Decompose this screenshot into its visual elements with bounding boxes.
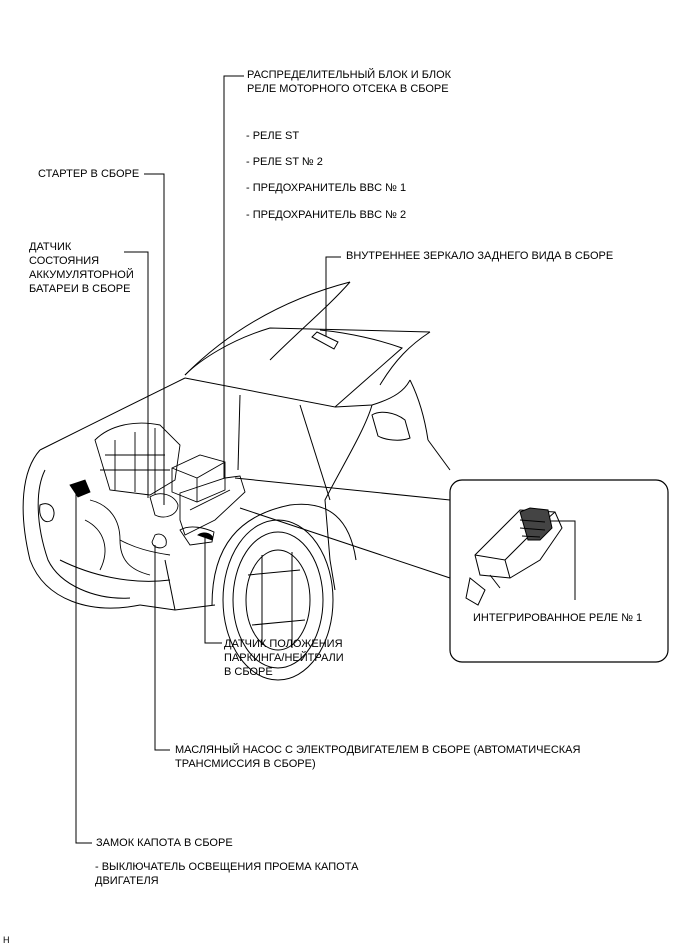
battery-sensor-label: ДАТЧИК СОСТОЯНИЯ АККУМУЛЯТОРНОЙ БАТАРЕИ … <box>29 240 134 296</box>
hood-switch-label-line1: - ВЫКЛЮЧАТЕЛЬ ОСВЕЩЕНИЯ ПРОЕМА КАПОТА <box>95 861 359 873</box>
oil-pump-label: МАСЛЯНЫЙ НАСОС С ЭЛЕКТРОДВИГАТЕЛЕМ В СБО… <box>175 743 580 771</box>
battery-sensor-label-line3: АККУМУЛЯТОРНОЙ <box>29 269 134 281</box>
fuse-bbc2-label: - ПРЕДОХРАНИТЕЛЬ BBC № 2 <box>246 209 407 221</box>
leader-lines <box>75 75 576 844</box>
oil-pump-label-line1: МАСЛЯНЫЙ НАСОС С ЭЛЕКТРОДВИГАТЕЛЕМ В СБО… <box>175 744 581 756</box>
park-neutral-sensor-label-line3: В СБОРЕ <box>224 666 273 678</box>
engine-compartment <box>69 422 246 576</box>
fuse-bbc1-label: - ПРЕДОХРАНИТЕЛЬ BBC № 1 <box>246 182 407 194</box>
oil-pump-label-line2: ТРАНСМИССИЯ В СБОРЕ) <box>175 758 316 770</box>
park-neutral-sensor-label-line1: ДАТЧИК ПОЛОЖЕНИЯ <box>224 638 343 650</box>
corner-mark-text: H <box>3 935 10 945</box>
park-neutral-sensor-label: ДАТЧИК ПОЛОЖЕНИЯ ПАРКИНГА/НЕЙТРАЛИ В СБО… <box>224 637 344 679</box>
battery-sensor-label-line2: СОСТОЯНИЯ <box>29 255 100 267</box>
junction-block-label-line1: РАСПРЕДЕЛИТЕЛЬНЫЙ БЛОК И БЛОК <box>247 69 452 81</box>
integrated-relay-label: ИНТЕГРИРОВАННОЕ РЕЛЕ № 1 <box>473 612 643 624</box>
mirror-shape <box>311 331 339 350</box>
mirror-label: ВНУТРЕННЕЕ ЗЕРКАЛО ЗАДНЕГО ВИДА В СБОРЕ <box>346 250 614 262</box>
hood-lock-label: ЗАМОК КАПОТА В СБОРЕ <box>96 837 233 849</box>
integrated-relay-callout-box <box>449 479 669 663</box>
car-body-outline <box>22 281 451 681</box>
junction-block-label: РАСПРЕДЕЛИТЕЛЬНЫЙ БЛОК И БЛОК РЕЛЕ МОТОР… <box>247 68 451 96</box>
park-neutral-sensor-label-line2: ПАРКИНГА/НЕЙТРАЛИ <box>224 652 344 664</box>
battery-sensor-label-line4: БАТАРЕИ В СБОРЕ <box>29 283 131 295</box>
starter-label: СТАРТЕР В СБОРЕ <box>38 168 140 180</box>
junction-block-label-line2: РЕЛЕ МОТОРНОГО ОТСЕКА В СБОРЕ <box>247 83 449 95</box>
hood-switch-label-line2: ДВИГАТЕЛЯ <box>95 875 159 887</box>
battery-sensor-label-line1: ДАТЧИК <box>29 241 72 253</box>
relay-st-label: - РЕЛЕ ST <box>246 130 300 142</box>
hood-switch-label: - ВЫКЛЮЧАТЕЛЬ ОСВЕЩЕНИЯ ПРОЕМА КАПОТА ДВ… <box>95 860 358 888</box>
relay-st2-label: - РЕЛЕ ST № 2 <box>246 156 323 168</box>
